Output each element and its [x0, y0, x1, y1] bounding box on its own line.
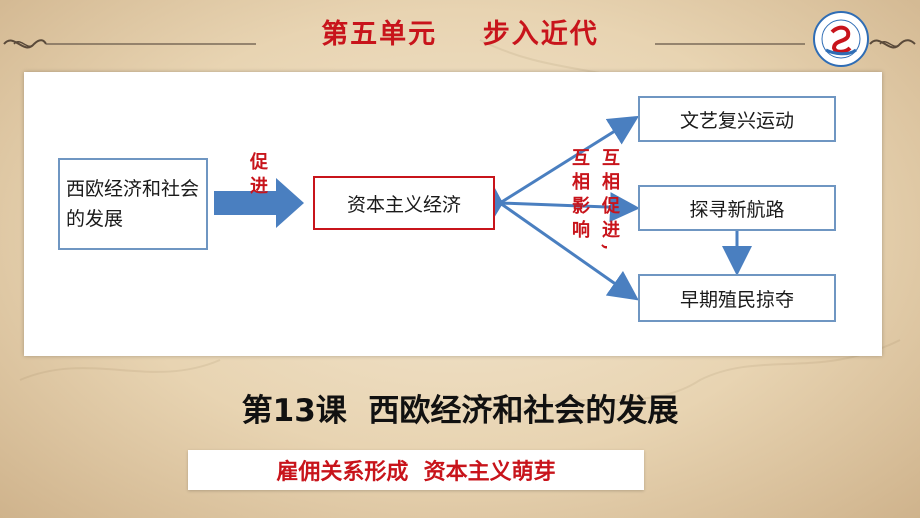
mutual-influence-label: 互相影响: [569, 148, 590, 244]
colonial-box: 早期殖民掠夺: [638, 274, 836, 322]
mutual-promote-label: 互相促进,: [599, 148, 620, 257]
new-route-box: 探寻新航路: [638, 185, 836, 231]
arrow-to-colonial: [471, 176, 639, 301]
promote-label: 促进: [247, 152, 268, 200]
diagram-arrows: [214, 115, 752, 301]
left-ornament-icon: [3, 39, 256, 49]
promote-arrow-icon: [214, 178, 304, 228]
center-box: 资本主义经济: [313, 176, 495, 230]
source-box: 西欧经济和社会的发展: [58, 158, 208, 250]
lesson-subtitle: 雇佣关系形成 资本主义萌芽: [188, 450, 644, 490]
concept-diagram: 西欧经济和社会的发展 促进 资本主义经济 互相影响 互相促进, 文艺复兴运动 探…: [24, 72, 882, 356]
lesson-title: 第13课 西欧经济和社会的发展: [241, 393, 679, 429]
unit-title: 第五单元 步入近代: [321, 19, 599, 50]
right-ornament-icon: [655, 39, 916, 49]
school-logo-icon: [813, 11, 869, 67]
renaissance-box: 文艺复兴运动: [638, 96, 836, 142]
